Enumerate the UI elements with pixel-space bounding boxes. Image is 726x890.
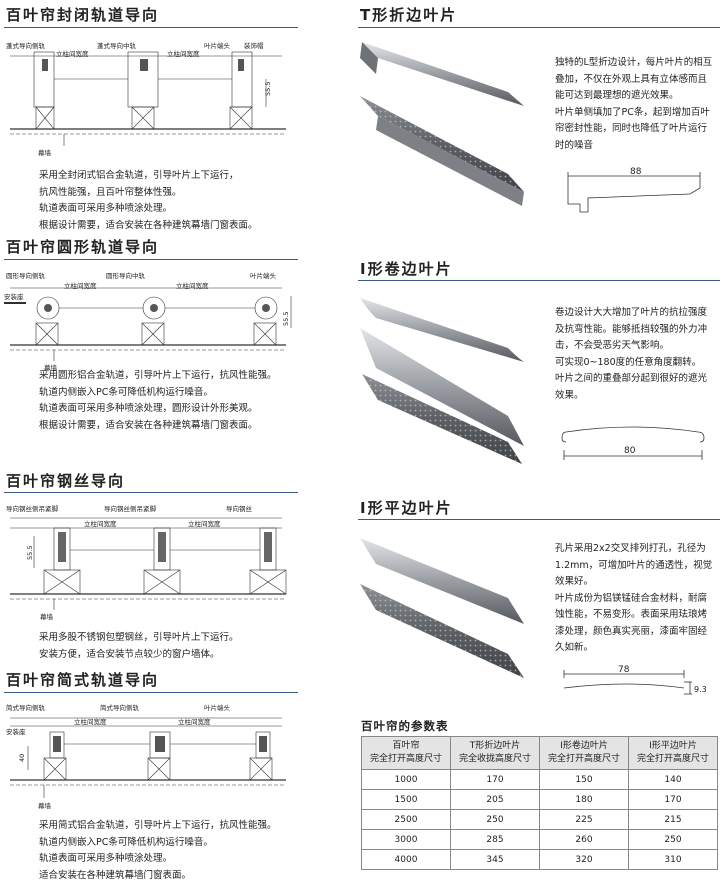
- section-title: 百叶帘封闭轨道导向: [6, 6, 160, 24]
- table-cell: 3000: [361, 829, 451, 850]
- table-title: 百叶帘的参数表: [361, 719, 449, 733]
- section-divider: [4, 27, 298, 28]
- diagram-label: 导向钢丝: [226, 504, 253, 513]
- diagram-label: 55.5: [264, 82, 272, 96]
- diagram-label: 安装座: [4, 292, 24, 301]
- round-track-diagram: 圆形导向侧轨 立柱间宽度 圆形导向中轨 立柱间宽度 叶片端头 安装座 55.5 …: [4, 271, 292, 372]
- i-flat-slat-profile: 78 9.3: [563, 665, 707, 695]
- diagram-label: 幕墙: [38, 801, 52, 810]
- table-cell: 320: [539, 849, 629, 870]
- parameter-table: 百叶帘完全打开高度尺寸 T形折边叶片完全收拢高度尺寸 I形卷边叶片完全打开高度尺…: [361, 736, 718, 870]
- diagram-label: 导向钢丝侧吊紧脚: [104, 504, 157, 513]
- header-cell: I形卷边叶片完全打开高度尺寸: [539, 736, 629, 770]
- section-description: 采用全封闭式铝合金轨道，引导叶片上下运行，抗风性能强，且百叶帘整体性强。轨道表面…: [39, 170, 258, 231]
- diagram-label: 幕墙: [40, 612, 54, 621]
- header-cell: 百叶帘完全打开高度尺寸: [361, 736, 451, 770]
- section-description: 采用圆形铝合金轨道，引导叶片上下运行，抗风性能强。轨道内侧嵌入PC条可降低机构运…: [39, 370, 277, 431]
- diagram-label: 叶片端头: [204, 703, 231, 712]
- section-description: 采用多股不锈钢包塑钢丝，引导叶片上下运行。安装方便，适合安装节点较少的窗户墙体。: [39, 632, 239, 660]
- diagram-label: 叶片端头: [250, 271, 277, 280]
- section-title: 百叶帘圆形轨道导向: [6, 238, 160, 256]
- diagram-label: 幕墙: [38, 148, 52, 157]
- diagram-label: 立柱间宽度: [176, 281, 209, 290]
- diagram-label: 立柱间宽度: [64, 281, 97, 290]
- header-cell: T形折边叶片完全收拢高度尺寸: [450, 736, 540, 770]
- section-divider: [4, 692, 298, 693]
- table-cell: 140: [628, 769, 718, 790]
- product-description: 卷边设计大大增加了叶片的抗拉强度及抗弯性能。能够抵挡较强的外力冲击，不会受恶劣天…: [555, 307, 708, 401]
- diagram-label: 立柱间宽度: [178, 717, 211, 726]
- diagram-label: 蓬式导向中轨: [97, 41, 137, 50]
- diagram-label: 装饰帽: [244, 41, 264, 50]
- i-flat-slat-image: [360, 538, 524, 678]
- diagram-label: 蓬式导向侧轨: [6, 41, 46, 50]
- diagram-label: 简式导向侧轨: [100, 703, 140, 712]
- diagram-label: 幕墙: [44, 363, 58, 372]
- table-cell: 345: [450, 849, 540, 870]
- diagram-label: 55.5: [282, 312, 290, 326]
- diagram-label: 安装座: [6, 727, 26, 736]
- table-cell: 250: [450, 809, 540, 830]
- dimension-label: 80: [624, 446, 636, 456]
- section-divider: [358, 27, 720, 28]
- diagram-label: 圆形导向中轨: [106, 271, 146, 280]
- section-title: 百叶帘简式轨道导向: [6, 671, 160, 689]
- diagram-label: 叶片端头: [204, 41, 231, 50]
- table-header-row: 百叶帘完全打开高度尺寸 T形折边叶片完全收拢高度尺寸 I形卷边叶片完全打开高度尺…: [361, 736, 718, 770]
- diagram-label: 立柱间宽度: [74, 717, 107, 726]
- table-cell: 4000: [361, 849, 451, 870]
- product-title: I形平边叶片: [360, 499, 453, 517]
- diagram-label: 立柱间宽度: [84, 519, 117, 528]
- section-title: 百叶帘钢丝导向: [6, 472, 126, 490]
- table-cell: 205: [450, 789, 540, 810]
- table-cell: 170: [628, 789, 718, 810]
- diagram-label: 圆形导向侧轨: [6, 271, 46, 280]
- product-description: 独特的L型折边设计，每片叶片的相互叠加，不仅在外观上具有立体感而且能可达到最理想…: [555, 57, 713, 151]
- closed-track-diagram: 蓬式导向侧轨 立柱间宽度 蓬式导向中轨 立柱间宽度 叶片端头 装饰帽 55.5 …: [6, 41, 286, 157]
- table-cell: 310: [628, 849, 718, 870]
- table-cell: 285: [450, 829, 540, 850]
- steel-wire-diagram: 导向钢丝侧吊紧脚 导向钢丝侧吊紧脚 导向钢丝 立柱间宽度 立柱间宽度 55.5 …: [6, 504, 287, 621]
- diagram-label: 导向钢丝侧吊紧脚: [6, 504, 59, 513]
- diagram-label: 40: [18, 754, 26, 762]
- table-cell: 225: [539, 809, 629, 830]
- diagram-label: 简式导向侧轨: [6, 703, 46, 712]
- table-cell: 2500: [361, 809, 451, 830]
- table-cell: 215: [628, 809, 718, 830]
- simple-track-diagram: 简式导向侧轨 简式导向侧轨 叶片端头 立柱间宽度 立柱间宽度 安装座 40 幕墙: [6, 703, 286, 810]
- product-title: T形折边叶片: [360, 6, 458, 24]
- section-divider: [4, 492, 298, 493]
- diagram-label: 立柱间宽度: [56, 49, 89, 58]
- diagram-label: 55.5: [26, 546, 34, 560]
- section-description: 采用简式铝合金轨道，引导叶片上下运行，抗风性能强。轨道内侧嵌入PC条可降低机构运…: [39, 820, 277, 881]
- section-divider: [358, 280, 720, 281]
- diagram-label: 立柱间宽度: [167, 49, 200, 58]
- t-slat-profile: 88: [567, 167, 701, 213]
- table-cell: 1000: [361, 769, 451, 790]
- header-cell: I形平边叶片完全打开高度尺寸: [628, 736, 718, 770]
- table-cell: 260: [539, 829, 629, 850]
- section-divider: [358, 519, 720, 520]
- dimension-label: 88: [630, 167, 642, 177]
- dimension-label: 78: [618, 665, 630, 675]
- table-cell: 170: [450, 769, 540, 790]
- dimension-label: 9.3: [694, 685, 707, 694]
- table-cell: 250: [628, 829, 718, 850]
- diagram-label: 立柱间宽度: [188, 519, 221, 528]
- i-curl-slat-profile: 80: [561, 426, 705, 460]
- table-cell: 1500: [361, 789, 451, 810]
- section-divider: [4, 259, 298, 260]
- product-title: I形卷边叶片: [360, 260, 453, 278]
- t-slat-image: [360, 42, 524, 206]
- i-curl-slat-image: [360, 298, 524, 464]
- table-cell: 180: [539, 789, 629, 810]
- table-cell: 150: [539, 769, 629, 790]
